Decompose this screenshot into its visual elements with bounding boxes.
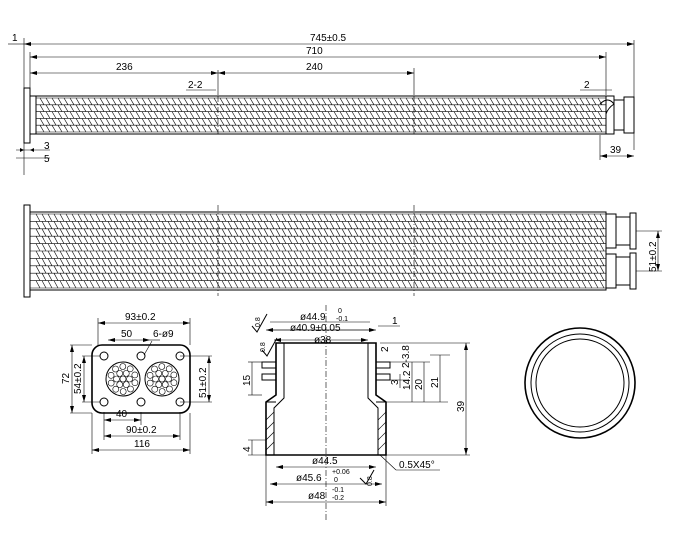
flange-gap: 40 (116, 409, 128, 420)
flange-thickness-b: 5 (44, 154, 50, 165)
dia-44-5: ø44.5 (312, 456, 338, 467)
dim-4: 4 (242, 446, 253, 452)
segment-2-label: 240 (306, 62, 323, 73)
dim-15: 15 (242, 374, 253, 386)
flange-offset-label: 1 (12, 33, 18, 44)
dia-45-6-tol-lower: 0 (334, 477, 338, 484)
dim-2: 2 (380, 346, 391, 352)
dim-20: 20 (414, 378, 425, 390)
finish-1: 0.8 (255, 317, 262, 327)
dia-45-6-tol-upper: +0.06 (332, 469, 350, 476)
holes-label: 6-ø9 (153, 329, 174, 340)
flange-height-holes: 54±0.2 (73, 363, 84, 394)
dia-top-outer: ø44.9 (300, 312, 326, 323)
hole-spacing-bottom: 90±0.2 (126, 425, 157, 436)
flange-right-spacing: 51±0.2 (198, 367, 209, 398)
flange-tube-holes (107, 363, 178, 395)
section-view: ø44.9 0 -0.1 ø40.9±0.05 ø38 0.8 0.8 1 2 … (242, 305, 470, 520)
dim-1: 1 (392, 316, 398, 327)
dia-48: ø48 (308, 491, 326, 502)
segment-1-label: 236 (116, 62, 133, 73)
dia-48-tol-upper: -0.1 (332, 487, 344, 494)
hole-spacing-top: 50 (121, 329, 133, 340)
dia-48-tol-lower: -0.2 (332, 495, 344, 502)
outlet-spacing-label: 51±0.2 (648, 241, 659, 272)
flange-width-outer: 93±0.2 (125, 312, 156, 323)
dim-3: 3 (390, 379, 401, 385)
dim-2-38: 2-3.8 (401, 345, 412, 368)
finish-3: 0.8 (367, 476, 374, 486)
end-view (524, 327, 636, 439)
tube-length-label: 710 (306, 46, 323, 57)
overall-length-label: 745±0.5 (310, 33, 347, 44)
dim-39: 39 (456, 400, 467, 412)
section-label: 2-2 (188, 80, 203, 91)
top-view: 745±0.5 1 710 236 240 2-2 2 (8, 33, 635, 175)
front-tube-bundle (30, 213, 606, 289)
dim-21: 21 (430, 376, 441, 388)
flange-view: 93±0.2 50 6-ø9 72 54±0.2 (61, 312, 212, 454)
end-offset-label: 2 (584, 80, 590, 91)
front-view: 51±0.2 (23, 204, 662, 298)
dia-top-outer-tol-lower: -0.1 (336, 316, 348, 323)
finish-2: 0.8 (260, 342, 267, 352)
outlet-length-label: 39 (610, 145, 622, 156)
dia-top-inner: ø40.9±0.05 (290, 323, 341, 334)
tube-bundle (36, 96, 606, 134)
flange-width-total: 116 (134, 439, 150, 450)
dia-45-6: ø45.6 (296, 473, 322, 484)
dia-bore: ø38 (314, 335, 332, 346)
chamfer-label: 0.5X45° (399, 460, 435, 471)
dia-top-outer-tol-upper: 0 (338, 308, 342, 315)
flange-height: 72 (61, 372, 72, 384)
dim-14-2: 14.2 (402, 370, 413, 390)
flange-thickness-a: 3 (44, 141, 50, 152)
